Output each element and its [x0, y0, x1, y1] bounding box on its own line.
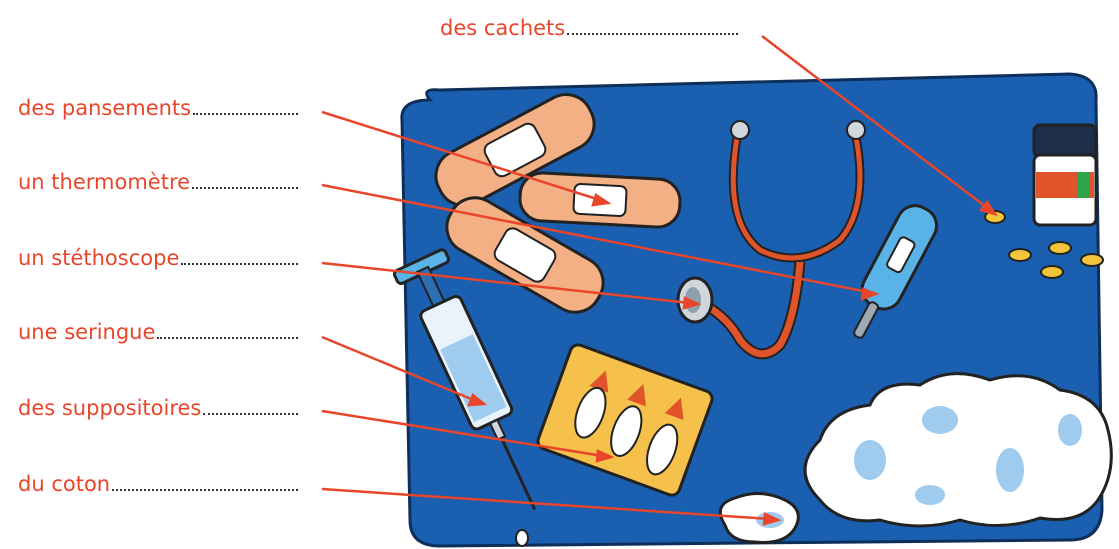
label-suppositoires: des suppositoires [18, 390, 298, 420]
label-thermometre: un thermomètre [18, 164, 298, 194]
label-coton: du coton [18, 466, 298, 496]
dotted-line [157, 337, 298, 339]
pill-bottle [1034, 125, 1096, 225]
label-cachets-text: des cachets [440, 16, 565, 40]
label-cachets: des cachets [440, 10, 738, 40]
label-stethoscope: un stéthoscope [18, 240, 298, 270]
label-pansements: des pansements [18, 90, 298, 120]
dotted-line [193, 113, 298, 115]
dotted-line [112, 489, 298, 491]
label-thermometre-text: un thermomètre [18, 170, 190, 194]
label-seringue: une seringue [18, 314, 298, 344]
label-stethoscope-text: un stéthoscope [18, 246, 179, 270]
label-pansements-text: des pansements [18, 96, 191, 120]
dotted-line [567, 33, 738, 35]
label-suppositoires-text: des suppositoires [18, 396, 201, 420]
label-coton-text: du coton [18, 472, 110, 496]
syringe-drop [516, 530, 528, 546]
dotted-line [181, 263, 298, 265]
label-seringue-text: une seringue [18, 320, 155, 344]
dotted-line [192, 187, 298, 189]
dotted-line [203, 413, 298, 415]
